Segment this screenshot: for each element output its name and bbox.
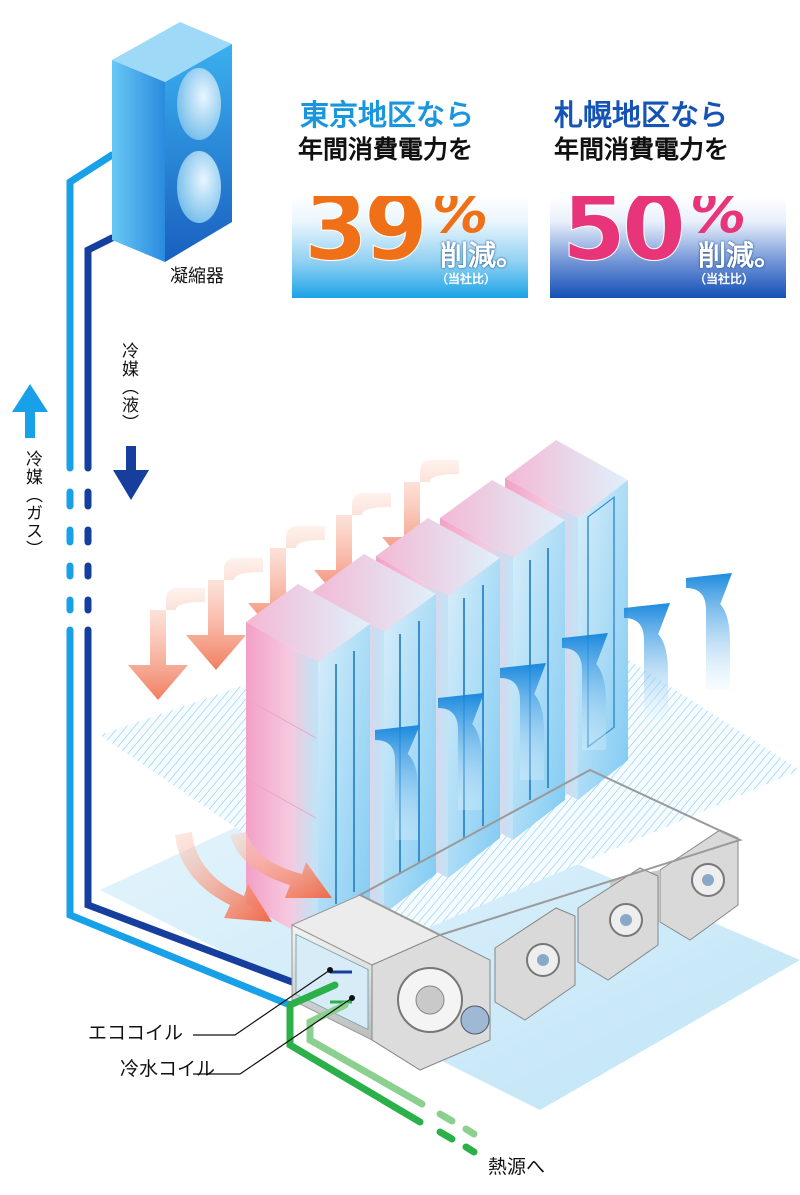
server-rack xyxy=(246,584,370,944)
condenser-fan-icon xyxy=(177,68,221,140)
liquid-down-arrow-icon xyxy=(113,446,149,500)
condenser-unit xyxy=(112,22,232,262)
sapporo-percent-sign: % xyxy=(690,196,747,246)
condenser-label: 凝縮器 xyxy=(170,266,224,287)
air-handler-main xyxy=(290,894,491,1071)
sapporo-region-title: 札幌地区なら xyxy=(554,98,729,132)
chilled-water-pipe-dashes xyxy=(436,1110,478,1156)
air-handler xyxy=(494,907,576,1021)
chilled-water-pipe xyxy=(286,981,426,1126)
condenser-fan-icon xyxy=(177,151,221,223)
sapporo-subtitle: 年間消費電力を xyxy=(554,135,730,164)
cool-air-arrows xyxy=(375,573,732,840)
top-grille xyxy=(357,768,743,937)
heat-source-label: 熱源へ xyxy=(488,1156,546,1178)
return-air-arrows xyxy=(175,832,332,922)
refrigerant-gas-pipe xyxy=(66,151,294,1009)
air-handler xyxy=(577,867,659,981)
label-leader-lines xyxy=(193,969,353,1075)
refrigerant-liquid-pipe xyxy=(84,234,344,1004)
tokyo-note: （当社比） xyxy=(436,272,497,286)
chilled-water-coil-label: 冷水コイル xyxy=(120,1058,216,1080)
sapporo-percent-value: 50 xyxy=(561,196,686,281)
gas-up-arrow-icon xyxy=(12,384,48,438)
eco-coil-label: エココイル xyxy=(88,1022,184,1044)
tokyo-savings-panel: 39 % 削減。 （当社比） xyxy=(292,196,528,298)
tokyo-subtitle: 年間消費電力を xyxy=(298,135,474,164)
sapporo-savings-panel: 50 % 削減。 （当社比） xyxy=(550,196,786,298)
server-racks xyxy=(246,440,628,944)
sapporo-note: （当社比） xyxy=(694,272,755,286)
tokyo-percent-sign: % xyxy=(432,196,489,246)
tokyo-region-title: 東京地区なら xyxy=(300,98,475,132)
refrigerant-gas-label: 冷媒（ガス） xyxy=(22,450,42,558)
sapporo-reduction-text: 削減。 xyxy=(698,239,783,272)
tokyo-percent-value: 39 xyxy=(303,196,428,281)
air-handling-units xyxy=(290,768,743,1071)
tokyo-reduction-text: 削減。 xyxy=(440,239,525,272)
refrigerant-liquid-label: 冷媒（液） xyxy=(118,342,138,432)
